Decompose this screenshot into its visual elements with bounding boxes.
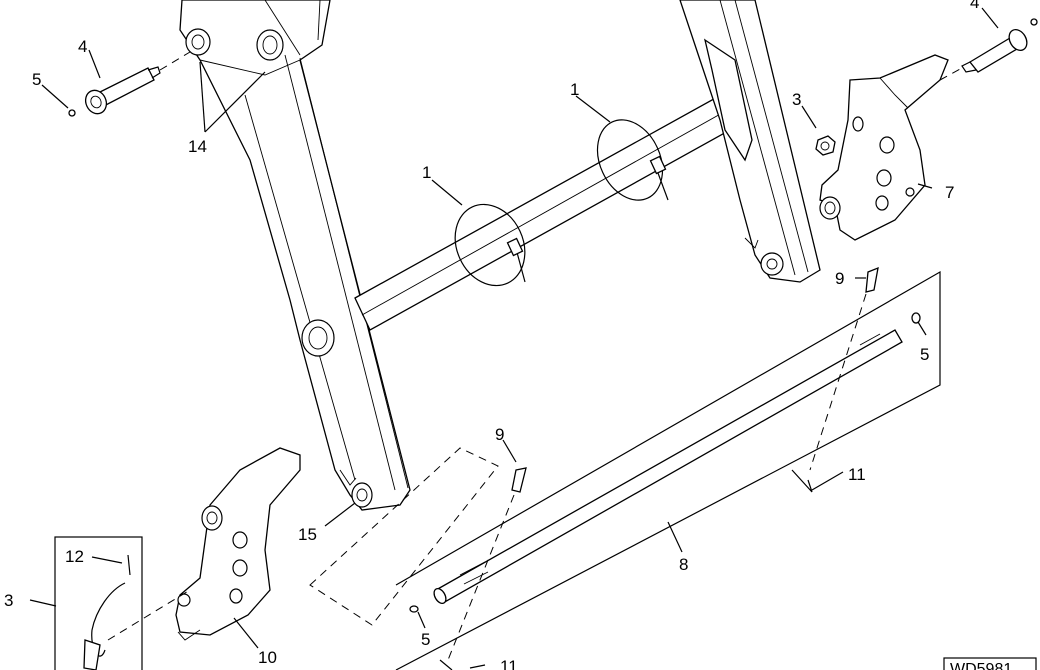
right-boom-arm — [679, 0, 821, 283]
bushing-left — [185, 28, 211, 56]
callout-10: 10 — [258, 648, 277, 667]
callout-15: 15 — [298, 525, 317, 544]
mounting-bracket-right — [819, 54, 949, 241]
hose-clamp-lower — [454, 203, 526, 287]
callout-4-right: 4 — [970, 0, 979, 12]
figure-tag: WD5981 — [943, 657, 1037, 670]
grease-fitting-right — [1030, 18, 1038, 26]
callout-11-lower: 11 — [500, 657, 518, 670]
callout-3-nut: 3 — [792, 90, 801, 109]
hose-clamp-upper — [596, 119, 669, 201]
lock-nut — [815, 135, 836, 156]
callout-14: 14 — [188, 137, 207, 156]
placement-outline — [309, 447, 499, 626]
callout-1-upper: 1 — [570, 80, 579, 99]
detail-box — [54, 536, 191, 670]
roll-pin-upper — [809, 266, 879, 471]
callout-4-left: 4 — [78, 37, 87, 56]
hairpin-lower — [439, 659, 453, 670]
roll-pin-lower — [447, 467, 527, 661]
callout-3-detail: 3 — [4, 591, 13, 610]
callout-5-right: 5 — [920, 345, 929, 364]
shaft-kit-box — [395, 270, 941, 670]
callout-7: 7 — [945, 183, 954, 202]
callout-11-upper: 11 — [848, 465, 866, 484]
leader-lines — [29, 7, 999, 669]
callout-labels: 1 1 3 3 4 4 5 5 5 7 8 9 9 10 11 11 12 14… — [4, 0, 979, 670]
figure-tag-text: WD5981 — [950, 661, 1012, 670]
grease-fitting-left — [68, 109, 76, 117]
mounting-bracket-left — [175, 447, 301, 641]
pivot-pin-right — [939, 29, 1028, 81]
callout-12: 12 — [65, 547, 84, 566]
callout-9-lower: 9 — [495, 425, 504, 444]
left-boom-arm — [179, 0, 411, 511]
callout-5-left: 5 — [32, 70, 41, 89]
callout-1-lower: 1 — [422, 163, 431, 182]
callout-8: 8 — [679, 555, 688, 574]
hairpin-upper — [791, 469, 813, 493]
callout-9-upper: 9 — [835, 269, 844, 288]
pivot-pin-left — [84, 51, 191, 115]
callout-5-shaft: 5 — [421, 630, 430, 649]
cross-tube — [354, 88, 751, 331]
